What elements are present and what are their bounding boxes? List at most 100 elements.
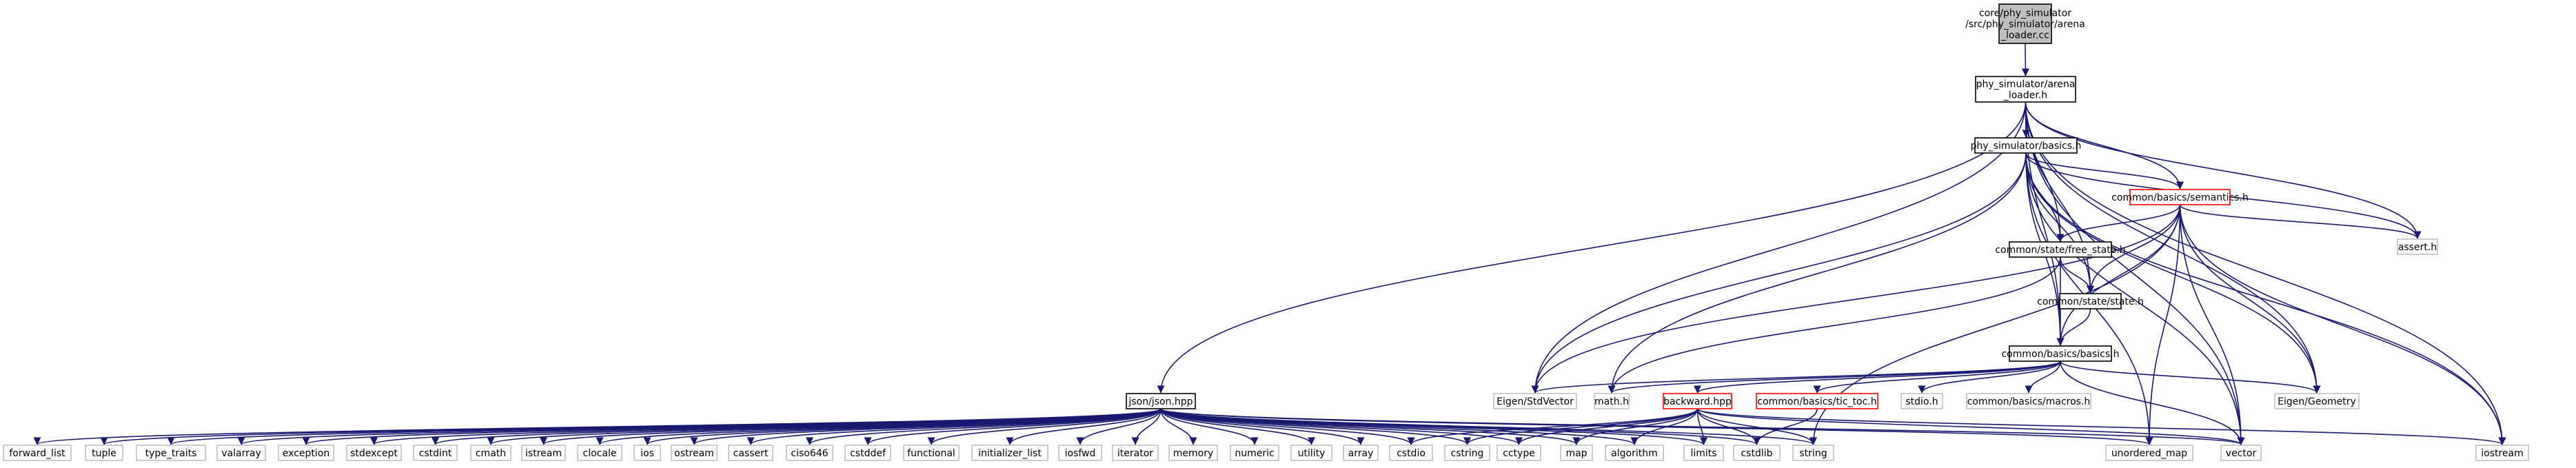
node-map[interactable]: map (1560, 445, 1593, 461)
edge-json_hpp-to-utility (1160, 408, 1316, 445)
node-cstring[interactable]: cstring (1444, 445, 1490, 461)
node-box-algorithm (1605, 445, 1664, 461)
node-eigen_geometry[interactable]: Eigen/Geometry (2274, 393, 2360, 409)
node-cassert[interactable]: cassert (728, 445, 773, 461)
edge-basics_h-to-macros_h (2025, 360, 2061, 394)
dependency-edges (34, 43, 2506, 445)
node-box-math_h (1594, 393, 1630, 409)
node-arena_loader_h[interactable]: phy_simulator/arena_loader.h (1975, 76, 2076, 103)
node-numeric[interactable]: numeric (1230, 445, 1279, 461)
node-box-stdexcept (346, 445, 402, 461)
node-state_h[interactable]: common/state/state.h (2037, 293, 2144, 309)
node-box-cmath (470, 445, 511, 461)
node-phy_basics_h[interactable]: phy_simulator/basics.h (1971, 137, 2082, 154)
node-label-macros_h: common/basics/macros.h (1967, 396, 2091, 407)
dependency-nodes: core/phy_simulator/src/phy_simulator/are… (3, 3, 2529, 461)
edge-phy_basics_h-to-vector (2025, 152, 2245, 445)
node-box-memory (1168, 445, 1218, 461)
node-stdexcept[interactable]: stdexcept (346, 445, 402, 461)
node-root[interactable]: core/phy_simulator/src/phy_simulator/are… (1965, 3, 2085, 44)
node-functional[interactable]: functional (903, 445, 960, 461)
node-cstdio[interactable]: cstdio (1389, 445, 1433, 461)
node-math_h[interactable]: math.h (1594, 393, 1630, 409)
node-istream[interactable]: istream (521, 445, 566, 461)
node-cstdlib[interactable]: cstdlib (1733, 445, 1781, 461)
node-tic_toc_h[interactable]: common/basics/tic_toc.h (1756, 393, 1878, 409)
node-label-unordered_map: unordered_map (2111, 448, 2187, 459)
edge-backward_hpp-to-string (1696, 408, 1818, 445)
node-box-cstring (1444, 445, 1490, 461)
node-cctype[interactable]: cctype (1497, 445, 1541, 461)
node-valarray[interactable]: valarray (216, 445, 266, 461)
node-box-valarray (216, 445, 266, 461)
node-ciso646[interactable]: ciso646 (786, 445, 833, 461)
node-label-type_traits: type_traits (145, 448, 197, 459)
node-memory[interactable]: memory (1168, 445, 1218, 461)
edge-tic_toc_h-to-cstdlib (1752, 408, 1818, 445)
node-box-ostream (671, 445, 718, 461)
node-json_hpp[interactable]: json/json.hpp (1126, 393, 1196, 409)
node-cstdint[interactable]: cstdint (413, 445, 458, 461)
node-label-clocale: clocale (583, 448, 617, 459)
edge-backward_hpp-to-limits (1696, 408, 1708, 445)
node-box-json_hpp (1126, 393, 1196, 409)
node-label-stdexcept: stdexcept (350, 448, 398, 459)
edge-semantics_h-to-eigen_stdvector (1531, 204, 2181, 394)
node-label-root: core/phy_simulator (1979, 8, 2071, 19)
node-stdio_h[interactable]: stdio.h (1900, 393, 1943, 409)
node-semantics_h[interactable]: common/basics/semantics.h (2111, 189, 2249, 205)
edge-json_hpp-to-cstddef (864, 408, 1162, 445)
node-label-json_hpp: json/json.hpp (1128, 396, 1193, 407)
node-ostream[interactable]: ostream (671, 445, 718, 461)
node-label-tic_toc_h: common/basics/tic_toc.h (1757, 396, 1876, 407)
node-clocale[interactable]: clocale (577, 445, 622, 461)
node-box-initializer_list (971, 445, 1048, 461)
node-label-cstddef: cstddef (850, 448, 886, 459)
node-exception[interactable]: exception (278, 445, 334, 461)
node-type_traits[interactable]: type_traits (136, 445, 206, 461)
node-unordered_map[interactable]: unordered_map (2105, 445, 2193, 461)
edge-json_hpp-to-initializer_list (1006, 408, 1162, 445)
node-label-arena_loader_h: phy_simulator/arena (1976, 79, 2076, 90)
edge-phy_basics_h-to-state_h (2025, 152, 2095, 294)
node-free_state_h[interactable]: common/state/free_state.h (1995, 241, 2126, 258)
node-tuple[interactable]: tuple (85, 445, 123, 461)
node-cmath[interactable]: cmath (470, 445, 511, 461)
node-iosfwd[interactable]: iosfwd (1058, 445, 1102, 461)
node-basics_h[interactable]: common/basics/basics.h (2001, 345, 2120, 362)
node-label-cstdlib: cstdlib (1741, 448, 1772, 459)
node-ios[interactable]: ios (633, 445, 661, 461)
node-box-ciso646 (786, 445, 833, 461)
node-label-backward_hpp: backward.hpp (1663, 396, 1732, 407)
node-eigen_stdvector[interactable]: Eigen/StdVector (1493, 393, 1577, 409)
node-cstddef[interactable]: cstddef (844, 445, 891, 461)
node-label-arena_loader_h: _loader.h (2003, 90, 2047, 101)
node-box-phy_basics_h (1974, 137, 2078, 154)
node-label-cctype: cctype (1503, 448, 1535, 459)
edge-json_hpp-to-exception (302, 408, 1162, 445)
node-box-assert_h (2397, 238, 2438, 255)
edge-semantics_h-to-vector (2179, 204, 2245, 445)
node-iterator[interactable]: iterator (1112, 445, 1159, 461)
node-label-string: string (1799, 448, 1827, 459)
node-assert_h[interactable]: assert.h (2397, 238, 2438, 255)
node-label-ciso646: ciso646 (791, 448, 828, 459)
node-box-arena_loader_h (1975, 76, 2076, 103)
edge-basics_h-to-tic_toc_h (1813, 360, 2061, 394)
node-array[interactable]: array (1343, 445, 1379, 461)
node-backward_hpp[interactable]: backward.hpp (1663, 393, 1732, 409)
node-utility[interactable]: utility (1290, 445, 1332, 461)
node-iostream[interactable]: iostream (2475, 445, 2529, 461)
node-string[interactable]: string (1792, 445, 1834, 461)
node-box-array (1343, 445, 1379, 461)
node-algorithm[interactable]: algorithm (1605, 445, 1664, 461)
node-forward_list[interactable]: forward_list (3, 445, 72, 461)
node-limits[interactable]: limits (1683, 445, 1724, 461)
node-initializer_list[interactable]: initializer_list (971, 445, 1048, 461)
node-macros_h[interactable]: common/basics/macros.h (1966, 393, 2091, 409)
node-label-cassert: cassert (733, 448, 769, 459)
node-box-unordered_map (2105, 445, 2193, 461)
node-vector[interactable]: vector (2220, 445, 2262, 461)
node-box-cassert (728, 445, 773, 461)
node-label-cstdint: cstdint (419, 448, 452, 459)
